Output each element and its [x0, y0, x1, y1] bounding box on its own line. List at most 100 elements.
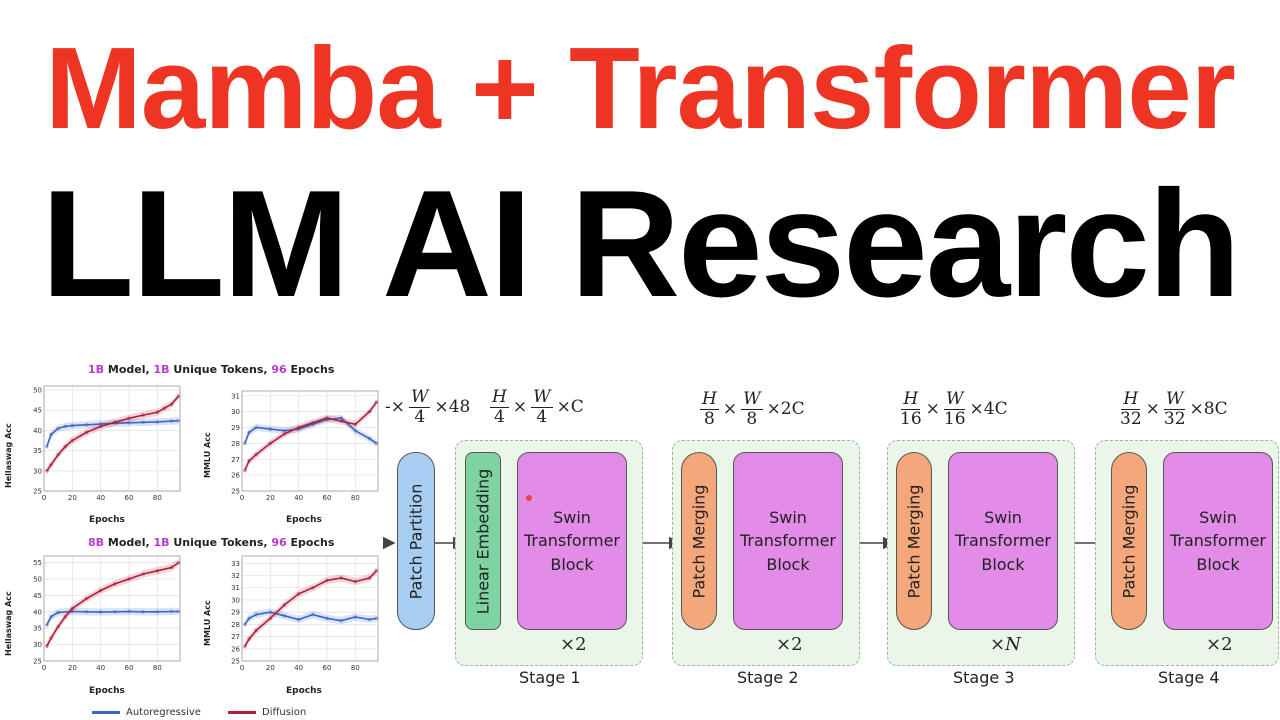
- x-tick-label: 0: [42, 494, 46, 502]
- series-line: [46, 610, 179, 626]
- data-point: [353, 615, 358, 619]
- legend-swatch: [92, 710, 120, 714]
- data-point: [339, 419, 343, 423]
- data-point: [56, 452, 60, 457]
- data-point: [155, 420, 160, 424]
- x-tick-label: 40: [96, 494, 105, 502]
- data-point: [374, 616, 379, 621]
- y-axis-label: MMLU Acc: [203, 432, 212, 478]
- y-tick-label: 27: [231, 456, 240, 464]
- data-point: [49, 432, 53, 437]
- data-point: [325, 616, 329, 621]
- confidence-band: [244, 398, 377, 474]
- data-point: [268, 616, 273, 621]
- data-point: [127, 577, 131, 581]
- data-point: [268, 427, 273, 431]
- confidence-band: [46, 392, 179, 475]
- data-point: [282, 432, 287, 436]
- data-point: [169, 565, 174, 570]
- data-point: [176, 394, 181, 398]
- data-point: [254, 612, 258, 617]
- data-point: [367, 576, 372, 580]
- data-point: [254, 452, 258, 457]
- data-point: [374, 441, 379, 446]
- plot-frame: [241, 390, 379, 492]
- data-point: [176, 609, 181, 614]
- data-point: [127, 416, 131, 421]
- data-point: [56, 610, 60, 615]
- data-point: [243, 441, 247, 446]
- x-tick-label: 40: [294, 494, 303, 502]
- data-point: [49, 462, 53, 467]
- legend-autoregressive: Autoregressive: [92, 707, 201, 718]
- data-point: [367, 617, 372, 622]
- x-tick-label: 60: [323, 494, 332, 502]
- data-point: [98, 588, 103, 593]
- data-point: [98, 610, 103, 614]
- data-point: [353, 422, 358, 427]
- data-point: [296, 617, 301, 622]
- data-point: [141, 420, 145, 425]
- data-point: [70, 606, 75, 611]
- data-point: [70, 423, 75, 428]
- data-point: [141, 572, 145, 576]
- x-tick-label: 20: [68, 664, 77, 672]
- patch-merging-label: Patch Merging: [1119, 484, 1139, 598]
- x-tick-label: 20: [266, 664, 275, 672]
- data-point: [169, 609, 174, 614]
- data-point: [367, 409, 372, 414]
- data-point: [176, 418, 181, 423]
- data-point: [247, 459, 251, 463]
- data-point: [296, 592, 301, 596]
- data-point: [353, 579, 358, 584]
- y-tick-label: 30: [33, 467, 42, 475]
- series-line: [244, 611, 377, 625]
- confidence-band: [46, 558, 179, 650]
- y-tick-label: 55: [33, 559, 42, 567]
- plot-frame: [241, 555, 379, 662]
- x-tick-label: 80: [153, 494, 162, 502]
- data-point: [113, 582, 117, 586]
- data-point: [243, 468, 247, 473]
- patch-partition-label: Patch Partition: [406, 483, 426, 599]
- y-tick-label: 32: [231, 572, 240, 580]
- data-point: [63, 424, 68, 429]
- data-point: [243, 622, 247, 627]
- data-point: [374, 568, 379, 573]
- data-point: [367, 436, 372, 441]
- y-tick-label: 35: [33, 447, 42, 455]
- data-point: [98, 422, 103, 426]
- stage-1-label: Stage 1: [519, 668, 581, 687]
- data-point: [169, 402, 174, 406]
- legend-swatch: [228, 710, 256, 714]
- y-axis-label: MMLU Acc: [203, 600, 212, 646]
- x-axis-label: Epochs: [286, 515, 322, 525]
- data-point: [84, 609, 89, 614]
- x-tick-label: 20: [68, 494, 77, 502]
- data-point: [84, 430, 89, 435]
- data-point: [45, 469, 49, 473]
- data-point: [45, 444, 49, 449]
- data-point: [70, 438, 75, 443]
- y-tick-label: 28: [231, 621, 240, 629]
- y-tick-label: 40: [33, 427, 42, 435]
- y-tick-label: 31: [231, 584, 240, 592]
- y-tick-label: 25: [231, 658, 240, 666]
- data-point: [155, 609, 160, 614]
- stage-2-label: Stage 2: [737, 668, 799, 687]
- headline-line1: Mamba + Transformer: [45, 23, 1236, 153]
- stage-4-label: Stage 4: [1158, 668, 1220, 687]
- plot-frame: [43, 555, 181, 662]
- data-point: [162, 406, 167, 411]
- x-axis-label: Epochs: [286, 686, 322, 696]
- repeat-count-stage2: ×2: [776, 634, 803, 655]
- data-point: [353, 428, 358, 433]
